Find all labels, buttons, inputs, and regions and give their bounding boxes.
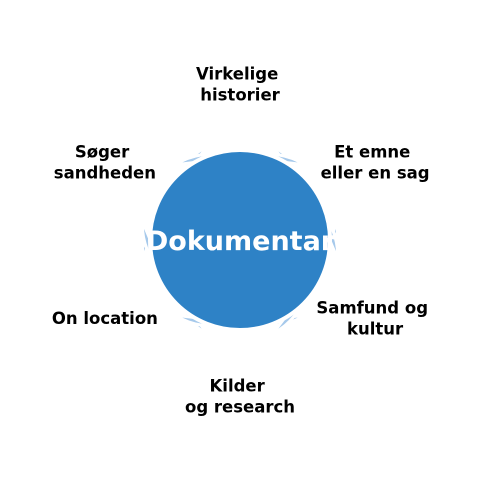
petal-label: Virkelige historier	[196, 65, 284, 105]
petal-label-line-1: On location	[52, 309, 158, 328]
center-circle	[148, 148, 332, 332]
petal-label-line-1: Virkelige	[196, 65, 278, 84]
petal-label: Et emne eller en sag	[321, 143, 430, 183]
petal-label-line-2: historier	[200, 86, 280, 105]
center-node: Dokumentar	[146, 148, 335, 332]
petal-label-line-2: kultur	[347, 320, 404, 339]
petal-label: Kilder og research	[185, 377, 295, 417]
center-label: Dokumentar	[146, 226, 335, 257]
petal-label-line-2: sandheden	[54, 164, 156, 183]
petal-label-line-1: Samfund og	[316, 299, 428, 318]
petal-label-line-1: Kilder	[210, 377, 266, 396]
petal-label-line-1: Et emne	[334, 143, 410, 162]
petal-label-line-1: Søger	[75, 143, 130, 162]
petal-label-line-2: og research	[185, 398, 295, 417]
petal-label-line-2: eller en sag	[321, 164, 430, 183]
petal-label: Søger sandheden	[54, 143, 156, 183]
petal-label: Samfund og kultur	[316, 299, 433, 339]
petal-label: On location	[52, 309, 158, 328]
